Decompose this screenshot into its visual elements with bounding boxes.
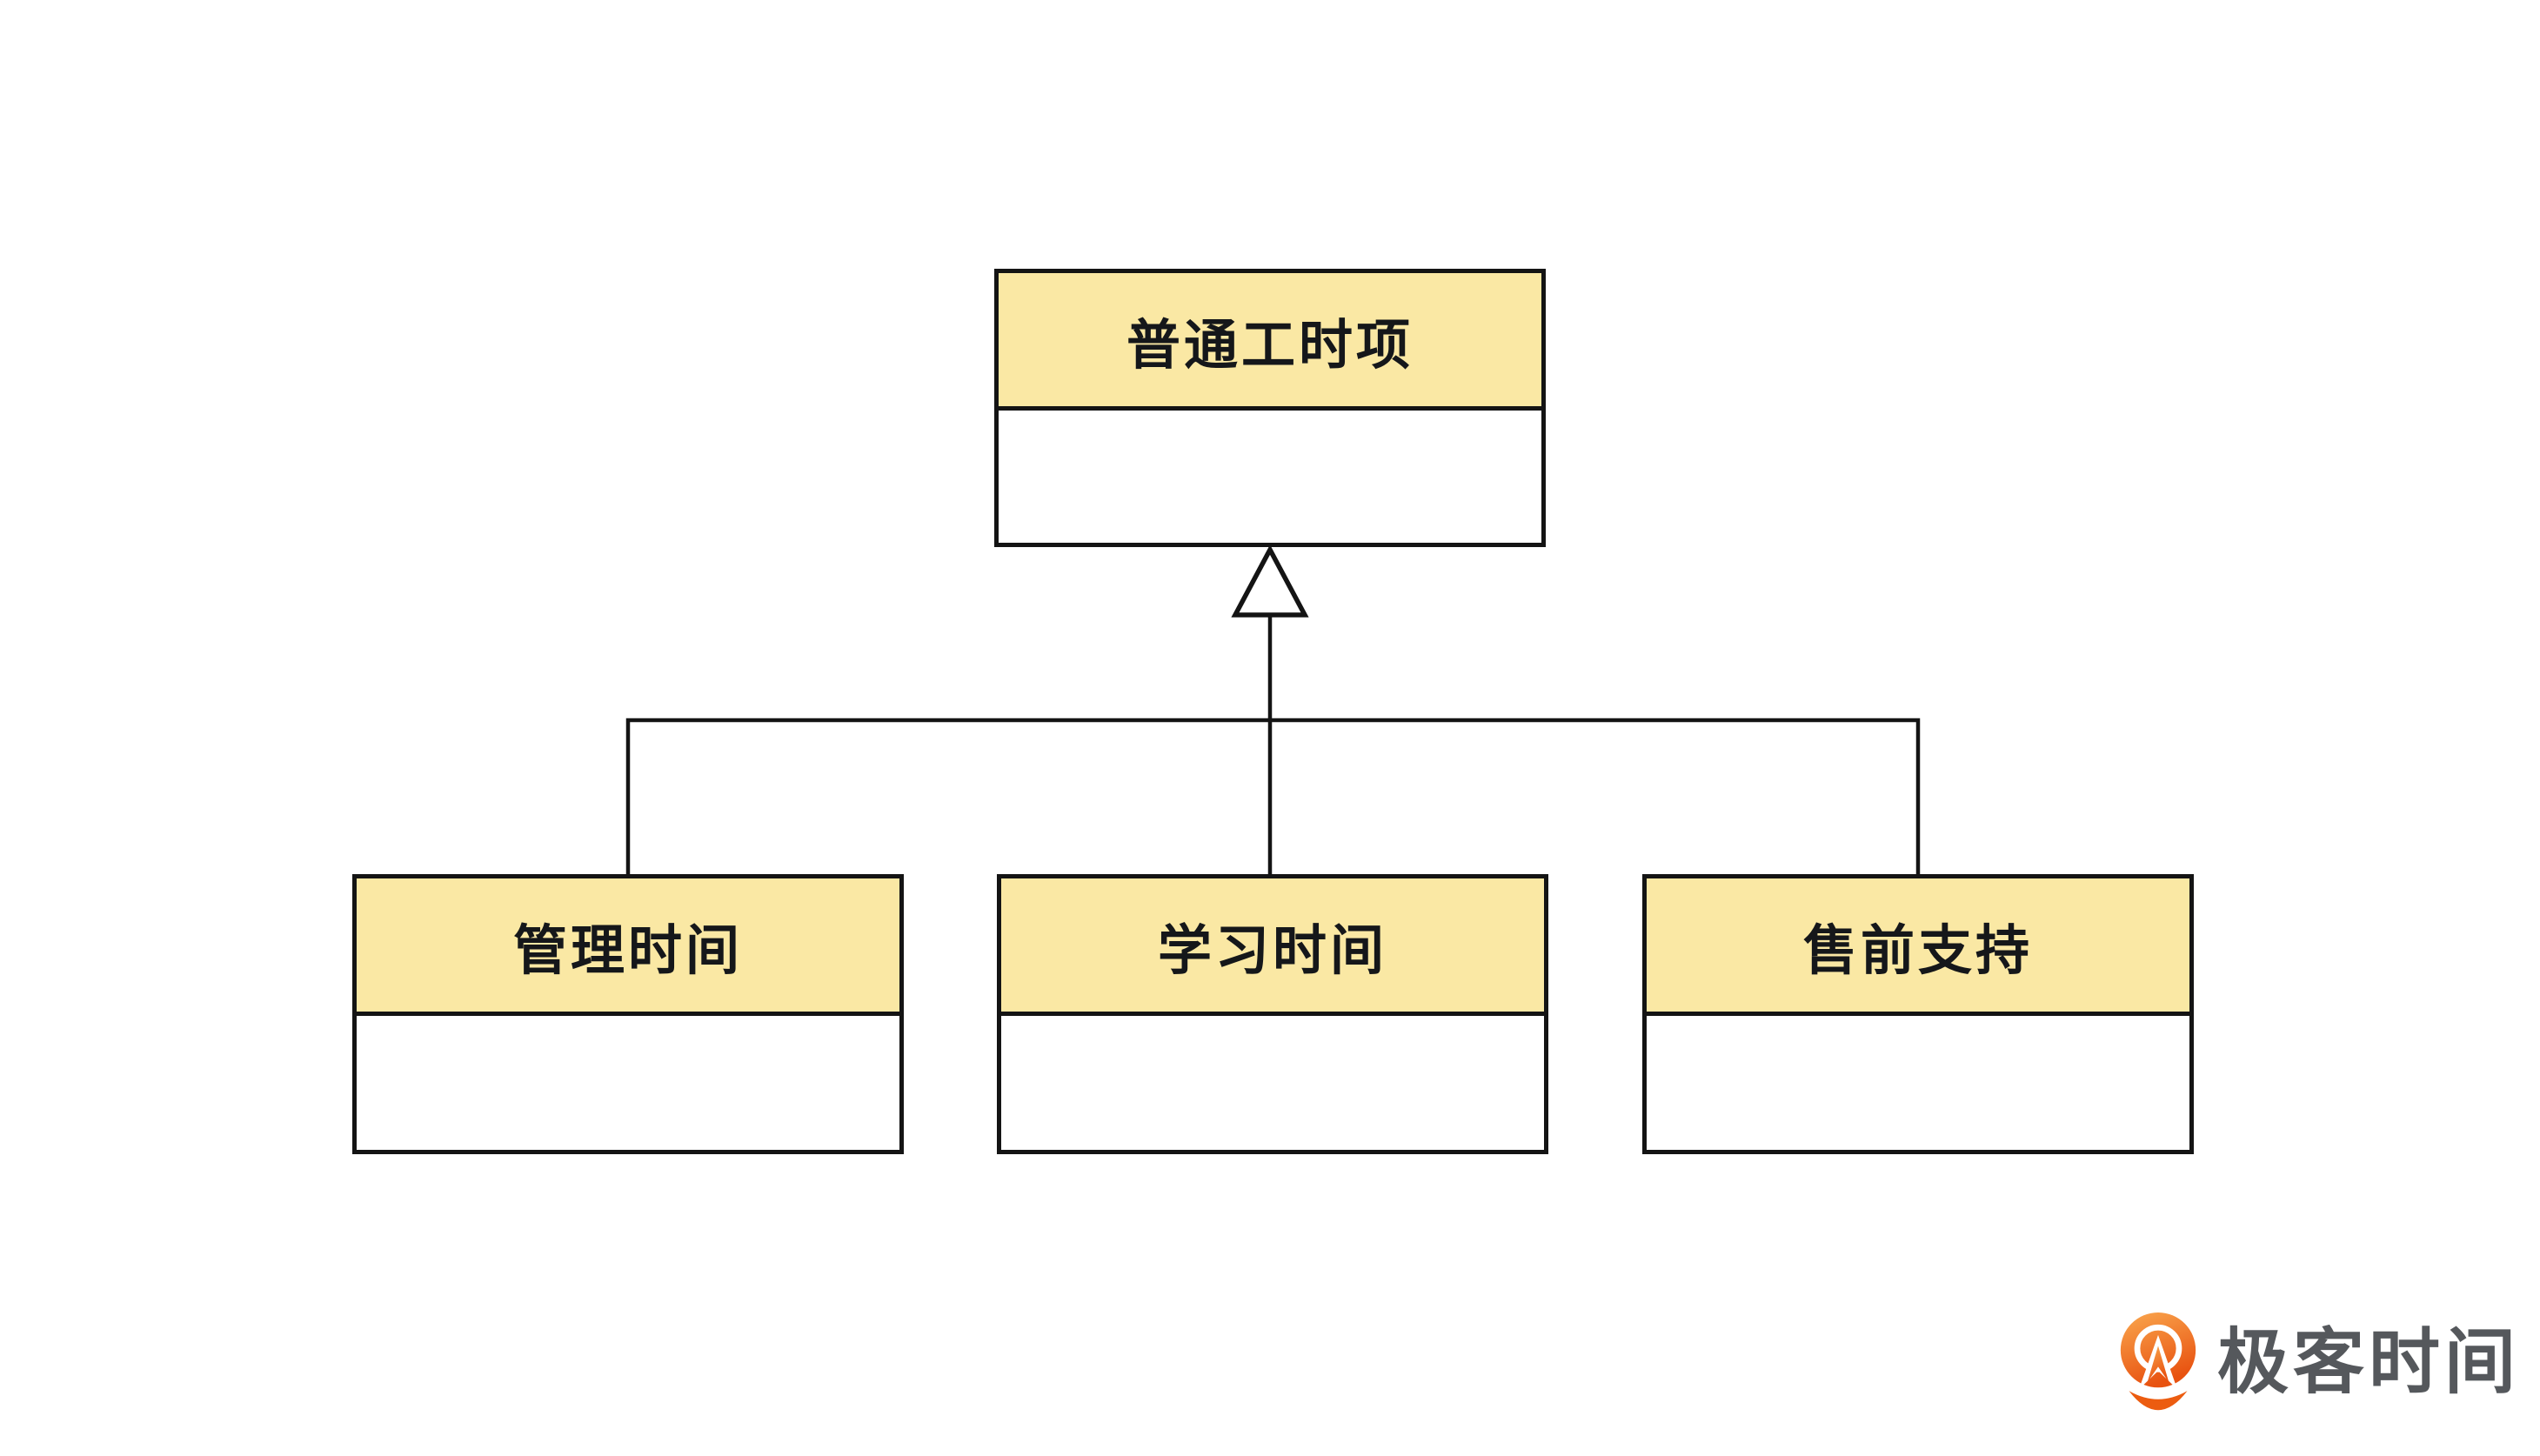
class-box-manage-time-title: 管理时间	[512, 920, 743, 981]
class-box-presales-support-title: 售前支持	[1802, 920, 2033, 981]
class-box-parent-body	[999, 411, 1541, 543]
class-box-parent-title: 普通工时项	[1126, 315, 1414, 376]
logo-needle	[2147, 1345, 2169, 1383]
inheritance-arrow	[1231, 544, 1309, 618]
class-box-presales-support-body	[1647, 1016, 2189, 1150]
geektime-logo-text: 极客时间	[2217, 1323, 2521, 1402]
class-box-study-time-body	[1001, 1016, 1544, 1150]
class-box-study-time-title: 学习时间	[1157, 920, 1387, 981]
class-box-manage-time: 管理时间	[352, 874, 904, 1154]
class-box-presales-support-header: 售前支持	[1647, 878, 2189, 1016]
class-box-parent-header: 普通工时项	[999, 273, 1541, 411]
class-box-presales-support: 售前支持	[1642, 874, 2194, 1154]
class-box-study-time: 学习时间	[997, 874, 1548, 1154]
class-box-manage-time-header: 管理时间	[357, 878, 899, 1016]
class-box-manage-time-body	[357, 1016, 899, 1150]
geektime-logo: 极客时间	[2116, 1310, 2520, 1416]
logo-swoosh	[2129, 1390, 2188, 1410]
class-box-parent: 普通工时项	[994, 269, 1546, 547]
connector-rail	[625, 718, 1921, 877]
geektime-logo-icon	[2120, 1312, 2196, 1410]
class-box-study-time-header: 学习时间	[1001, 878, 1544, 1016]
